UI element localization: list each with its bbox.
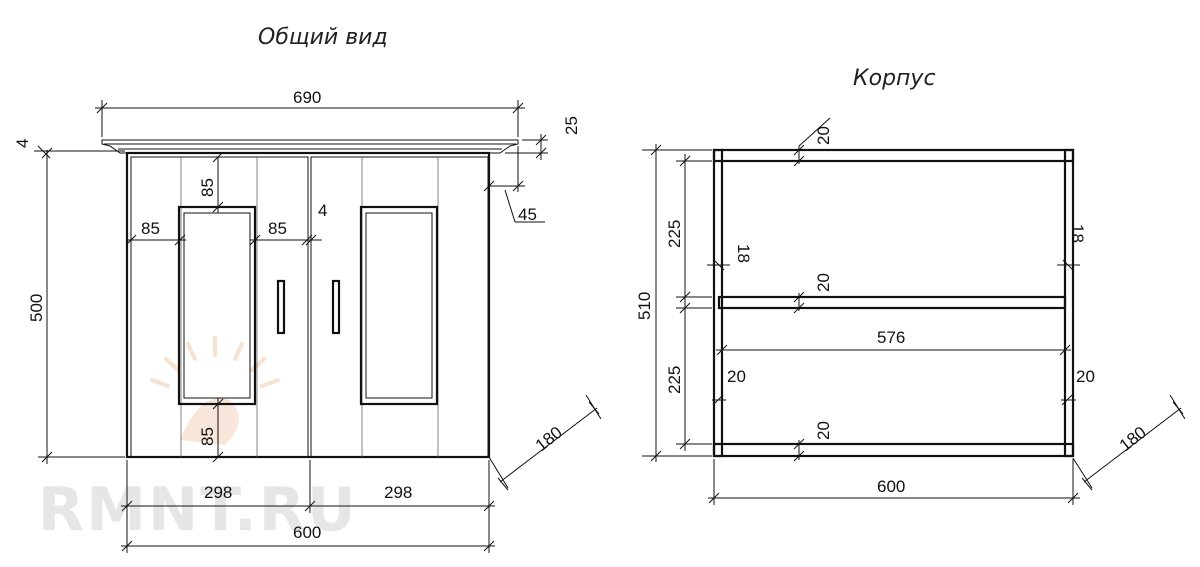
left-glass-frame [177,205,257,406]
dim-body-width: 600 [293,523,321,542]
dim-top-gap: 4 [13,139,32,148]
general-view-drawing [101,139,519,459]
general-view-dimensions [34,100,602,553]
dim-frame-right: 85 [268,219,287,238]
cornice [101,139,519,154]
right-glass-frame [359,205,439,406]
carcass-right-wall [1063,148,1075,458]
carcass-caption: Корпус [853,66,936,91]
dim-left-wall: 20 [727,367,746,386]
dim-door-right: 298 [384,483,412,502]
dim-left-offset: 18 [734,244,753,263]
dim-panel-gap: 4 [318,201,327,220]
dim-frame-bottom: 85 [198,427,217,446]
dim-frame-top: 85 [198,178,217,197]
right-handle [331,279,341,335]
dim-bottom-thickness: 20 [814,421,833,440]
dim-general-height: 500 [27,294,46,322]
dim-carcass-height: 510 [635,292,654,320]
dim-shelf-thickness: 20 [814,273,833,292]
left-door [130,156,309,458]
dim-carcass-width: 600 [877,477,905,496]
carcass-shelf [717,295,1067,310]
watermark-text: RMNT.RU [38,475,358,545]
dim-cornice-overhang: 45 [518,205,537,224]
dim-upper-section: 225 [665,220,684,248]
carcass-dimensions [642,117,1186,505]
dim-carcass-top-thickness: 20 [814,126,833,145]
dim-carcass-depth: 180 [1116,423,1150,455]
left-handle [276,279,286,335]
dim-right-offset: 18 [1068,224,1087,243]
dim-inner-width: 576 [877,328,905,347]
right-door [310,156,489,458]
dim-general-depth: 180 [532,423,566,455]
carcass-drawing [712,148,1075,458]
carcass-top-panel [712,148,1075,163]
dim-lower-section: 225 [665,366,684,394]
dim-right-wall: 20 [1076,367,1095,386]
dim-door-left: 298 [204,483,232,502]
carcass-bottom-panel [712,442,1075,458]
dim-frame-left: 85 [141,219,160,238]
dim-cornice-height: 25 [562,116,581,135]
general-view-caption: Общий вид [258,25,388,50]
dim-overall-width: 690 [293,88,321,107]
